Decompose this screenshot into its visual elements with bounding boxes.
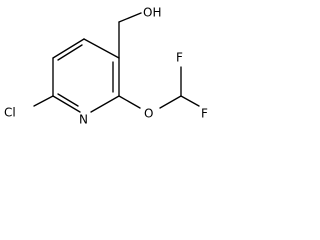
- ring-nitrogen-label: N: [79, 113, 88, 127]
- chemical-structure: OH Cl N O F F: [4, 6, 208, 127]
- hydroxyl-label: OH: [143, 6, 161, 20]
- ether-oxygen-label: O: [144, 107, 153, 121]
- chlorine-label: Cl: [4, 106, 16, 120]
- bond-c6-n: [52, 95, 81, 113]
- fluorine-bottom-label: F: [201, 107, 208, 121]
- bond-o-chf2: [159, 95, 182, 109]
- bond-c4-c5: [52, 38, 85, 59]
- bond-n-c2: [90, 95, 120, 113]
- bond-chf2-f-bottom: [180, 95, 200, 107]
- pyridine-ring: [52, 38, 120, 113]
- bond-c4-c5-inner: [57, 44, 83, 61]
- bond-ch2-oh: [118, 12, 142, 23]
- fluorine-top-label: F: [176, 51, 183, 65]
- bond-c6-n-inner: [57, 93, 79, 107]
- bond-c3-c4: [83, 38, 120, 59]
- bond-c6-cl: [33, 95, 54, 107]
- bond-c2-o: [118, 95, 141, 109]
